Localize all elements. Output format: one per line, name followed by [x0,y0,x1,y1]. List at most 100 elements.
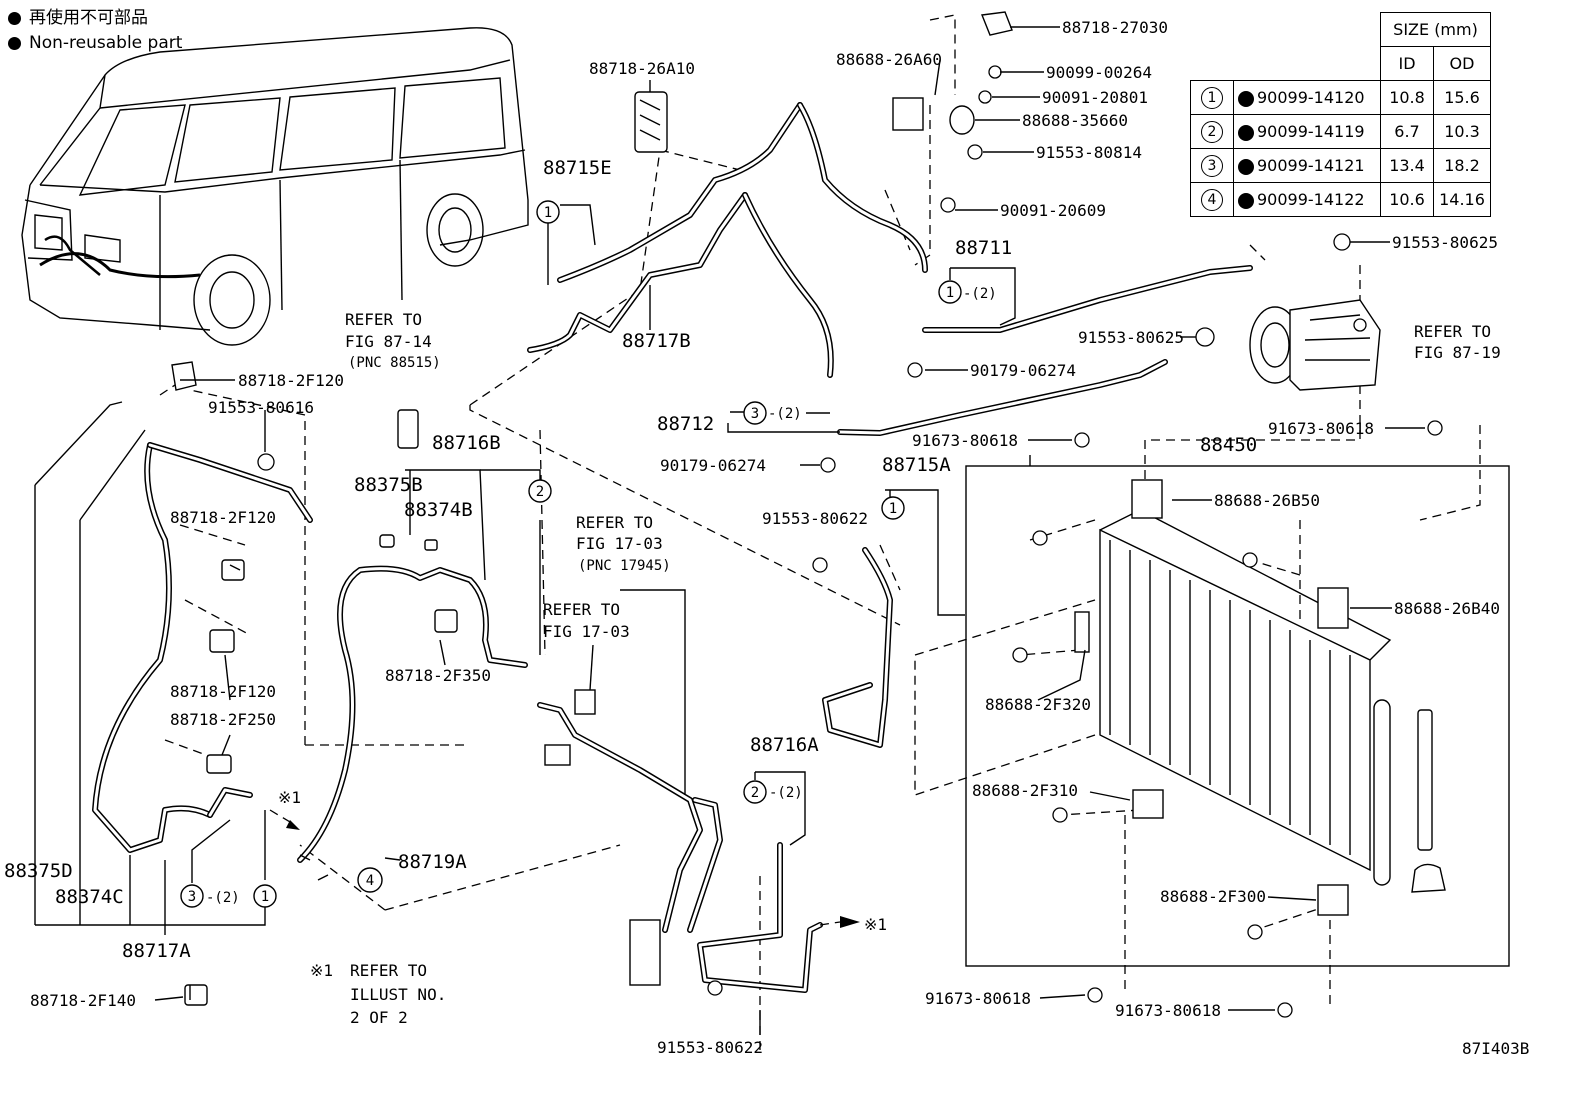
note-mark: ※1 [310,961,333,980]
arrow-icon [286,820,300,830]
ref-17-03-line3: (PNC 17945) [578,558,671,574]
label-88375b: 88375B [354,474,423,496]
note-mark: ※1 [278,788,301,807]
bolt-icon [1427,420,1443,436]
col-od-header: OD [1433,46,1491,81]
label-88450: 88450 [1200,434,1257,456]
svg-text:1: 1 [261,889,269,905]
label-88688-26b50: 88688-26B50 [1214,491,1320,510]
bolt-icon [1247,924,1263,940]
legend-text-en: Non-reusable part [29,33,183,53]
label-88719a: 88719A [398,851,467,873]
label-91553-80616: 91553-80616 [208,398,314,417]
clamp-88718-2f120-icon [221,559,245,581]
svg-text:1: 1 [946,285,954,301]
bolt-icon [1012,647,1028,663]
part-number: 90099-14121 [1257,156,1365,175]
bolt-icon [978,90,992,104]
od-value: 10.3 [1433,114,1491,149]
dashed-leaders [159,14,1481,1050]
figure-code: 87I403B [1462,1039,1529,1058]
legend-text-jp: 再使用不可部品 [29,8,148,28]
arrow-icon [840,916,860,928]
note-mark: ※1 [864,915,887,934]
bolt-icon [907,362,923,378]
filled-dot-icon [1238,90,1254,107]
od-value: 18.2 [1433,148,1491,183]
ref-17-03-line2: FIG 17-03 [576,534,663,553]
label-90179-06274: 90179-06274 [660,456,766,475]
callout-1: 1 [938,280,962,304]
bracket-88688-2f300-icon [1317,884,1349,916]
label-91673-80618: 91673-80618 [925,989,1031,1008]
label-88715e: 88715E [543,157,612,179]
filled-dot-icon [1238,158,1254,175]
bracket-88688-26b40-icon [1317,587,1349,629]
legend: 再使用不可部品 Non-reusable part [8,6,182,56]
pipes [92,102,1253,993]
filled-dot-icon [1238,124,1254,141]
bolt-icon [1074,432,1090,448]
van-illustration [21,27,529,346]
label-88711: 88711 [955,237,1012,259]
label-91553-80625: 91553-80625 [1078,328,1184,347]
bracket-icon [574,689,596,715]
bracket-88688-2f320-icon [1074,611,1090,653]
svg-text:2: 2 [751,785,759,801]
bolt-icon [1087,987,1103,1003]
label-88375d: 88375D [4,860,73,882]
part-number: 90099-14119 [1257,122,1365,141]
label-90091-20801: 90091-20801 [1042,88,1148,107]
bracket-88688-26b50-icon [1131,479,1163,519]
cushion-88688-35660-icon [949,105,975,135]
callout-number: 2 [1201,120,1223,143]
id-value: 13.4 [1380,148,1434,183]
callout-1: 1 [536,200,560,224]
callout-4: 4 [357,867,383,893]
desiccant [1417,709,1433,851]
bracket-88688-2f310-icon [1132,789,1164,819]
part-number: 90099-14120 [1257,88,1365,107]
label-suffix-2: -(2) [963,286,997,302]
size-table: SIZE (mm) ID OD 1 90099-14120 10.8 15.6 … [1190,12,1491,217]
receiver-88515-icon [397,409,419,449]
label-88718-2f120: 88718-2F120 [170,508,276,527]
table-row: 1 90099-14120 10.8 15.6 [1190,80,1491,115]
bolt-icon [820,457,836,473]
note-line1: REFER TO [350,961,427,980]
bolt-icon [940,197,956,213]
label-88716b: 88716B [432,432,501,454]
callout-2: 2 [528,479,552,503]
label-90091-20609: 90091-20609 [1000,201,1106,220]
clamp-88718-2f350-icon [434,609,458,633]
ref-arrows [269,809,860,928]
ref-17-03-line1: REFER TO [576,513,653,532]
label-91553-80625: 91553-80625 [1392,233,1498,252]
ref-87-14-line3: (PNC 88515) [348,355,441,371]
callout-1: 1 [881,496,905,520]
label-88718-2f250: 88718-2F250 [170,710,276,729]
od-value: 15.6 [1433,80,1491,115]
bolt-icon [812,557,828,573]
bolt-icon [988,65,1002,79]
callout-2: 2 [743,780,767,804]
clamp-88718-2f250-icon [206,754,232,774]
condenser-core [1099,528,1371,872]
label-88718-2f120: 88718-2F120 [238,371,344,390]
label-88688-2f300: 88688-2F300 [1160,887,1266,906]
reference-notes: REFER TO FIG 87-14 (PNC 88515) REFER TO … [278,310,1501,1027]
part-number: 90099-14122 [1257,190,1365,209]
label-suffix-2: -(2) [769,785,803,801]
label-suffix-2: -(2) [206,890,240,906]
ref-17-03b-line1: REFER TO [543,600,620,619]
bracket-icon [544,744,571,766]
label-90179-06274: 90179-06274 [970,361,1076,380]
note-line2: ILLUST NO. [350,985,446,1004]
clamp-88718-27030-icon [981,11,1013,36]
leader-lines [34,26,1425,1035]
label-88718-2f120: 88718-2F120 [170,682,276,701]
clamp-88718-2f120-icon [209,629,235,653]
svg-text:1: 1 [544,205,552,221]
bolt-icon [257,453,275,471]
